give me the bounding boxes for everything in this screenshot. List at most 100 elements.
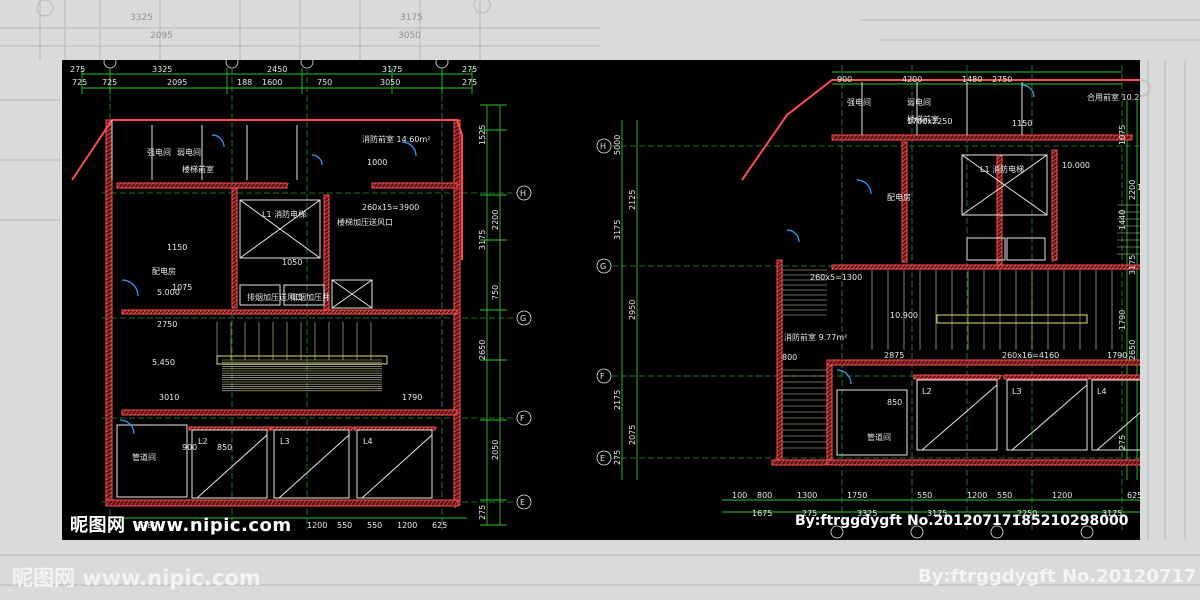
right-elevator-label: L2 [922,387,932,396]
right-door-swing [786,229,800,243]
right-bottom-dim-label: 1750 [847,491,867,500]
left-shaft-cross [331,279,373,309]
left-shaft-3 [331,279,373,309]
axis-circle [596,138,612,154]
right-left-dim-label: 2125 [628,190,637,210]
axis-circle [596,368,612,384]
axis-circle [990,525,1004,539]
right-elevator [1006,379,1088,451]
left-top-dim-label: 2450 [267,65,287,74]
left-room-label: 强电间 [147,147,171,157]
left-door-swing [211,134,225,148]
watermark-author-line: By:ftrggdygft No.20120717185210298000 [795,513,1129,529]
right-room-label: 配电房 [887,192,911,202]
right-bottom-dim-label: 1200 [1052,491,1072,500]
right-dim-label: 850 [887,398,902,407]
left-top-dim-label: 725 [102,78,117,87]
left-dim-label: 900 [182,443,197,452]
watermark-site: 昵图网 www.nipic.com [70,515,292,536]
right-door-swing [1021,84,1035,98]
right-room-label: 弱电间 [907,97,931,107]
left-north-outline [71,119,463,260]
left-right-dim-label: 2050 [491,440,500,460]
left-shaft-1 [239,284,281,306]
right-dim-label: 2875 [884,351,904,360]
axis-label: G [600,262,606,271]
right-elevator-label: L3 [1012,387,1022,396]
bg-axis-circle [473,0,491,14]
right-left-dim-label: 3175 [613,220,622,240]
right-elevator-l1 [961,154,1048,216]
left-room-label: 排烟加压送风口 [247,292,303,302]
right-wall-v5 [1051,149,1058,263]
right-elevator-cross [961,154,1048,216]
left-right-dim-label: 1525 [478,125,487,145]
axis-circle [435,60,449,69]
left-dim-label: 1790 [402,393,422,402]
left-elevator-cross [239,199,321,259]
left-bottom-dim-label: 1780 [137,521,157,530]
right-door-swing [856,179,872,195]
left-shaft-2 [283,284,325,306]
left-elevator-diag [196,434,268,499]
right-bottom-dim-label: 800 [757,491,772,500]
right-elevator-diag [921,384,998,451]
left-top-dim-label: 750 [317,78,332,87]
right-top-dim-label: 900 [837,75,852,84]
right-bottom-dim-label: 625 [1127,491,1140,500]
left-right-dim-label: 3175 [478,230,487,250]
right-wall-v4 [996,154,1003,268]
right-elevator-diag [1011,384,1088,451]
right-bottom-dim-label: 100 [732,491,747,500]
right-room-label: L1 消防电梯 [980,164,1024,174]
left-wall-west [105,119,113,501]
left-dim-label: 5.450 [152,358,175,367]
left-elevator-label: L4 [363,437,373,446]
right-elevator-diag [1096,412,1140,451]
left-door-swing [119,419,135,435]
right-top-dim-label: 1150 [1012,119,1032,128]
bg-dim-1: 3325 [130,13,153,23]
axis-label: H [520,189,526,198]
left-wall-h1 [116,182,290,189]
right-room-label: 管道间 [867,432,891,442]
right-elevator-wall [1003,374,1093,380]
left-dim-label: 850 [217,443,232,452]
right-elevator [1091,379,1140,451]
left-top-dim-label: 275 [462,78,477,87]
right-north-outline [741,79,1140,181]
left-room-label: 排烟加压井 [290,292,330,302]
bg-dim-3: 2095 [150,31,173,41]
right-dim-label: 1250 [1137,183,1140,192]
left-wall-h3 [121,309,459,315]
left-room-label: 楼梯加压送风口 [337,217,393,227]
left-wall-south [105,499,459,507]
right-wall-h3 [826,359,1140,366]
right-wall-v3 [901,141,908,263]
axis-circle [225,60,239,69]
right-door-swing [836,369,852,385]
right-right-dim-label: 275 [1118,435,1127,450]
right-room-label: 楼梯前室 [907,114,939,124]
right-right-dim-label: 3175 [1128,255,1137,275]
right-left-dim-label: 275 [613,450,622,465]
left-door-swing [401,141,417,157]
left-right-dim-label: 750 [491,285,500,300]
left-bottom-dim-label: 625 [432,521,447,530]
right-right-dim-label: 1440 [1118,210,1127,230]
left-elevator [273,429,350,499]
right-right-dim-label: 1075 [1118,125,1127,145]
left-right-dim-label: 275 [478,505,487,520]
right-right-dim-label: 1790 [1118,310,1127,330]
axis-label: H [600,142,606,151]
left-dim-label: 2750 [157,320,177,329]
right-elevator-wall [1088,374,1140,380]
left-room-label: 配电房 [152,266,176,276]
left-room-label: 管道间 [132,452,156,462]
right-room-label: 合用前室 10.22m² [1087,92,1140,102]
right-dim-label: 1790 [1107,351,1127,360]
right-elevator-label: L4 [1097,387,1107,396]
left-top-dim-label: 3175 [382,65,402,74]
right-shaft-2 [1006,237,1046,261]
